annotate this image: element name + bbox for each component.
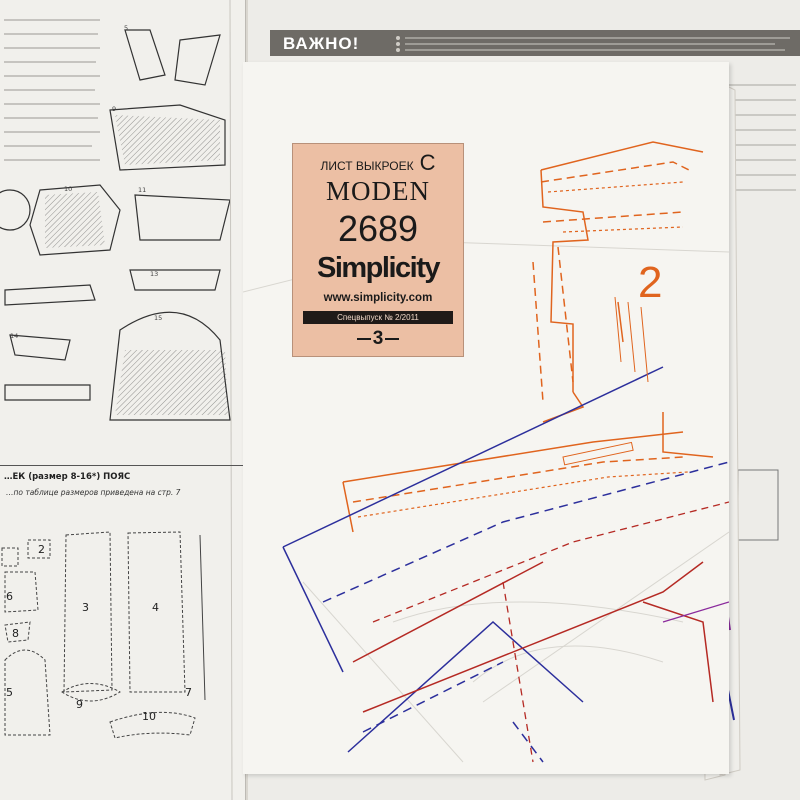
important-label: ВАЖНО! — [283, 34, 360, 53]
step-number: 14 — [10, 332, 19, 340]
issue-band — [303, 311, 453, 324]
important-notes-lines — [396, 36, 790, 52]
sheet-label: ЛИСТ ВЫКРОЕК — [320, 159, 414, 173]
sheet-title: ЛИСТ ВЫКРОЕК C — [293, 150, 463, 176]
piece-number: 8 — [12, 627, 19, 640]
piece-number: 2 — [38, 543, 45, 556]
important-header-bar — [270, 30, 800, 56]
piece-number: 3 — [82, 601, 89, 614]
section-title-bar: …ЕК (размер 8-16*) ПОЯС — [0, 465, 245, 494]
instruction-illustrations — [0, 0, 233, 800]
step-number: 13 — [150, 270, 159, 278]
piece-number: 9 — [76, 698, 83, 711]
piece-number: 6 — [6, 590, 13, 603]
sheet-letter: C — [419, 150, 436, 175]
section-subtitle: …по таблице размеров приведена на стр. 7 — [6, 488, 181, 497]
website-url: www.simplicity.com — [323, 292, 433, 304]
step-number: 5 — [124, 24, 129, 32]
piece-number: 4 — [152, 601, 159, 614]
left-magazine-page: …ЕК (размер 8-16*) ПОЯС …по таблице разм… — [0, 0, 246, 800]
dash-icon — [356, 337, 371, 340]
sheet-page-number: 3 — [293, 328, 463, 350]
pattern-piece-number: 2 — [638, 258, 663, 307]
piece-number: 7 — [185, 686, 192, 699]
issue-text: Спецвыпуск № 2/2011 — [337, 313, 419, 322]
sheet-page-number-value: 3 — [372, 328, 384, 349]
piece-number: 5 — [6, 686, 13, 699]
dash-icon — [385, 337, 400, 340]
piece-number: 10 — [142, 710, 156, 723]
step-number: 10 — [64, 185, 73, 193]
pattern-label-card: ЛИСТ ВЫКРОЕК C MODEN 2689 Simplicity www.… — [292, 143, 464, 357]
brand-moden-logo: MODEN — [326, 176, 430, 206]
pattern-number: 2689 — [337, 208, 419, 249]
pattern-sheet: ЛИСТ ВЫКРОЕК C MODEN 2689 Simplicity www.… — [243, 62, 729, 774]
pattern-lines — [243, 141, 729, 763]
right-page-text-lines — [726, 84, 796, 541]
section-title: …ЕК (размер 8-16*) ПОЯС — [4, 472, 131, 482]
step-number: 9 — [112, 105, 117, 113]
brand-simplicity-logo: Simplicity — [317, 252, 441, 284]
step-number: 15 — [154, 314, 163, 322]
step-number: 11 — [138, 186, 147, 194]
